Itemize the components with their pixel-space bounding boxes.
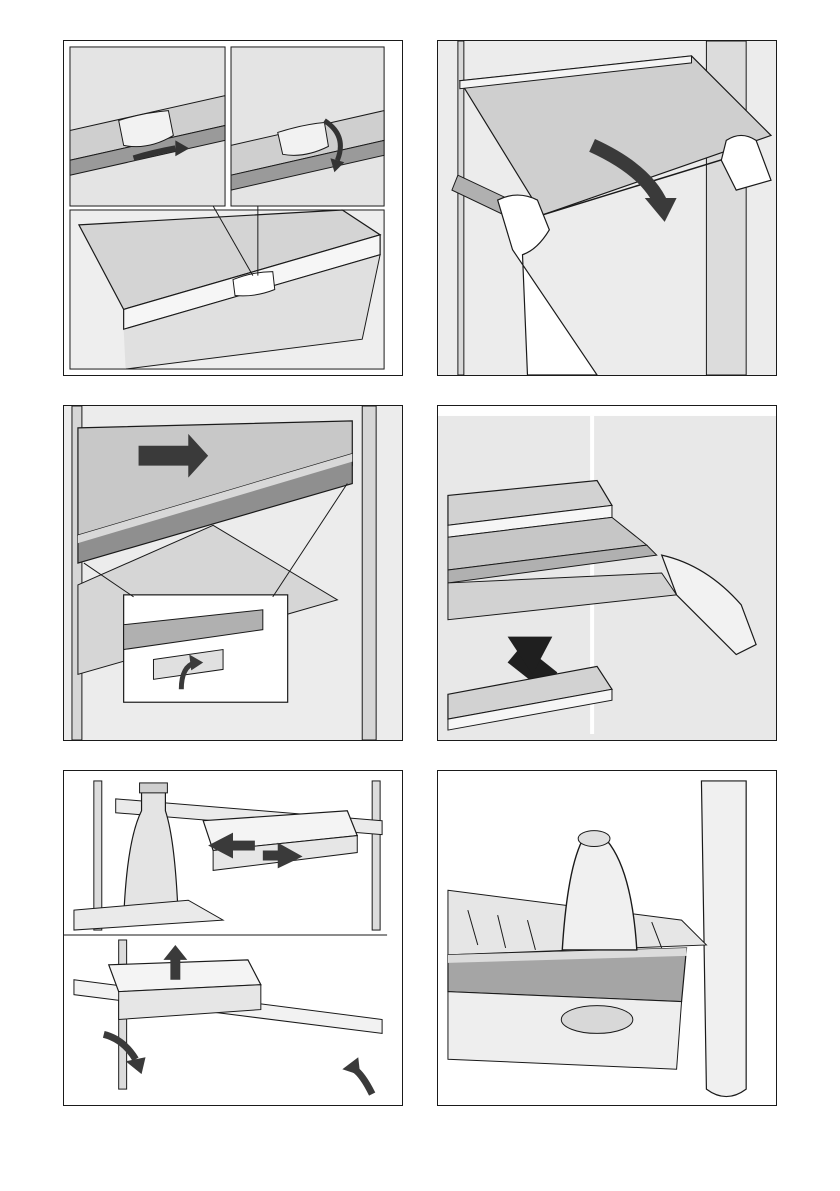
shelf-insertion-icon [438, 406, 776, 740]
glass-shelf-removal-icon [438, 41, 776, 375]
illustration-panel-remove-shelf [437, 40, 777, 376]
shelf-front-strip-icon [64, 406, 402, 740]
illustration-panel-shelf-lock [63, 40, 403, 376]
illustration-panel-bottle-rack [437, 770, 777, 1106]
shelf-lock-tab-icon [64, 41, 402, 375]
illustration-panel-shelf-strip [63, 405, 403, 741]
bottle-door-rack-icon [438, 771, 776, 1105]
door-shelf-storage-icon [64, 771, 402, 1105]
illustration-panel-door-storage [63, 770, 403, 1106]
illustration-panel-insert-shelf [437, 405, 777, 741]
